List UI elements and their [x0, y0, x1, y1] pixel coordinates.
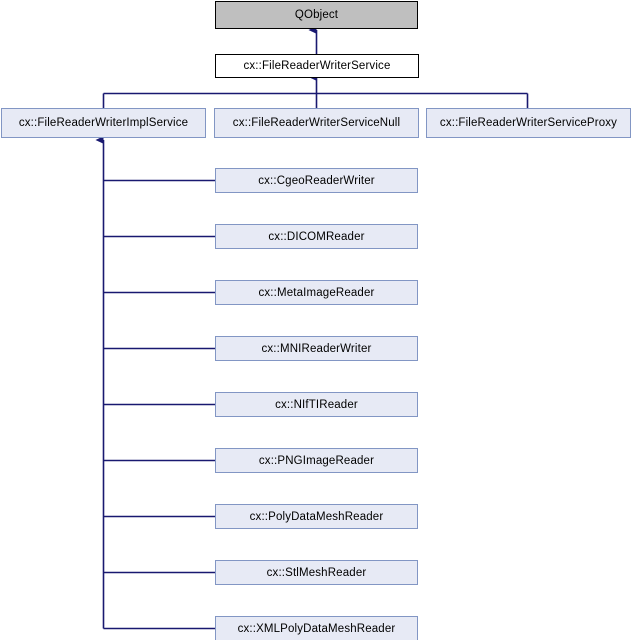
- class-node-stlmeshreader[interactable]: cx::StlMeshReader: [215, 560, 418, 585]
- class-node-label: cx::StlMeshReader: [266, 566, 367, 579]
- class-node-mnireaderwriter[interactable]: cx::MNIReaderWriter: [215, 336, 418, 361]
- class-node-metaimagereader[interactable]: cx::MetaImageReader: [215, 280, 418, 305]
- class-node-label: cx::DICOMReader: [268, 230, 365, 243]
- class-node-label: cx::MetaImageReader: [258, 286, 375, 299]
- class-node-label: cx::CgeoReaderWriter: [258, 174, 375, 187]
- class-node-label: QObject: [294, 9, 339, 21]
- class-node-label: cx::FileReaderWriterServiceProxy: [439, 117, 618, 129]
- class-node-cgeoreaderwriter[interactable]: cx::CgeoReaderWriter: [215, 168, 418, 193]
- class-node-filereaderwriterserviceproxy[interactable]: cx::FileReaderWriterServiceProxy: [426, 108, 631, 138]
- class-node-label: cx::FileReaderWriterServiceNull: [232, 117, 401, 129]
- class-node-label: cx::XMLPolyDataMeshReader: [237, 622, 396, 635]
- class-node-label: cx::NIfTIReader: [275, 398, 358, 411]
- class-node-label: cx::FileReaderWriterImplService: [18, 117, 189, 129]
- class-node-qobject[interactable]: QObject: [215, 1, 418, 29]
- class-node-polydatameshreader[interactable]: cx::PolyDataMeshReader: [215, 504, 418, 529]
- class-node-niftireader[interactable]: cx::NIfTIReader: [215, 392, 418, 417]
- class-node-xmlpolydatameshreader[interactable]: cx::XMLPolyDataMeshReader: [215, 616, 418, 640]
- class-node-label: cx::FileReaderWriterService: [243, 60, 391, 72]
- class-node-dicomreader[interactable]: cx::DICOMReader: [215, 224, 418, 249]
- class-node-label: cx::MNIReaderWriter: [261, 342, 372, 355]
- class-node-filereaderwriterimplservice[interactable]: cx::FileReaderWriterImplService: [1, 108, 206, 138]
- class-node-label: cx::PNGImageReader: [258, 454, 375, 467]
- class-node-pngimagereader[interactable]: cx::PNGImageReader: [215, 448, 418, 473]
- class-node-label: cx::PolyDataMeshReader: [249, 510, 384, 523]
- class-node-filereaderwriterservice[interactable]: cx::FileReaderWriterService: [215, 54, 419, 78]
- class-node-filereaderwriterservicenull[interactable]: cx::FileReaderWriterServiceNull: [214, 108, 419, 138]
